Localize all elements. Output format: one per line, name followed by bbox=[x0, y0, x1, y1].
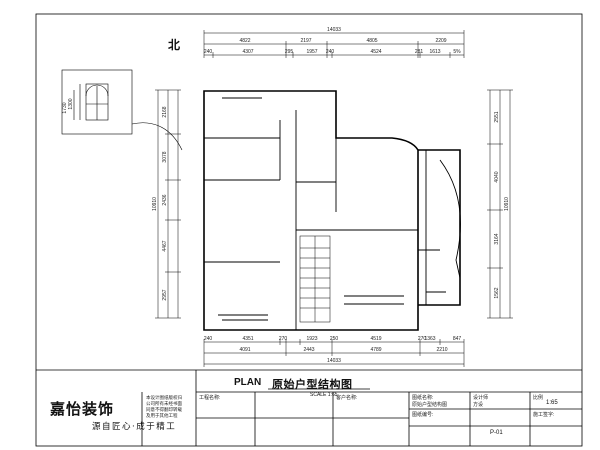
dimension-text-layer: 14033 4822 2197 4805 2209 240 4307 295 1957 240 45… bbox=[62, 27, 510, 364]
bottom-dimensions bbox=[203, 339, 465, 367]
notice-line: 同意不得翻印转载 bbox=[146, 407, 182, 413]
dimension-right-total: 10910 bbox=[504, 197, 510, 211]
dimension-left-total: 10910 bbox=[152, 197, 158, 211]
title-block bbox=[36, 369, 582, 446]
dimension-left: 2957 bbox=[162, 289, 168, 300]
dimension-bottom: 2210 bbox=[436, 347, 447, 353]
staircase bbox=[299, 235, 331, 323]
dimension-top-total: 14033 bbox=[327, 27, 341, 33]
left-dimensions bbox=[155, 89, 181, 319]
project-label: 工程名称: bbox=[199, 395, 221, 401]
dimension-right: 4040 bbox=[494, 171, 500, 182]
scale-note: SCALE 1:65 bbox=[310, 392, 338, 398]
window-height-label: 1300 bbox=[68, 98, 74, 109]
scale-label: 比例 bbox=[533, 395, 544, 401]
notice-line: 及用于其他工程 bbox=[146, 413, 178, 419]
designer-value: 方设 bbox=[473, 402, 484, 408]
dimension-bottom: 270 bbox=[418, 336, 427, 342]
dimension-top: 4307 bbox=[242, 49, 253, 55]
drawing-name-label: 图纸名称: bbox=[412, 395, 434, 401]
client-label: 客户名称: bbox=[336, 395, 358, 401]
dimension-top: 295 bbox=[285, 49, 294, 55]
dimension-top: 4524 bbox=[370, 49, 381, 55]
dimension-top: 1957 bbox=[306, 49, 317, 55]
dimension-right: 2551 bbox=[494, 111, 500, 122]
dimension-bottom: 250 bbox=[330, 336, 339, 342]
dimension-left: 3078 bbox=[162, 151, 168, 162]
dimension-top: 240 bbox=[326, 49, 335, 55]
sheet-border bbox=[35, 13, 583, 447]
designer-label: 设计师 bbox=[473, 395, 489, 401]
dimension-bottom: 1923 bbox=[306, 336, 317, 342]
drawing-name-value: 原始户型结构图 bbox=[412, 402, 448, 408]
dimension-bottom: 2443 bbox=[303, 347, 314, 353]
company-name: 嘉怡装饰 bbox=[50, 400, 115, 418]
dimension-bottom: 4091 bbox=[239, 347, 250, 353]
dimension-left: 4467 bbox=[162, 240, 168, 251]
plan-title: 原始户型结构图 bbox=[272, 379, 353, 391]
dimension-top: 240 bbox=[204, 49, 213, 55]
dimension-bottom: 4789 bbox=[370, 347, 381, 353]
dimension-bottom: 4519 bbox=[370, 336, 381, 342]
dimension-left: 2168 bbox=[162, 106, 168, 117]
dimension-bottom: 240 bbox=[204, 336, 213, 342]
dimension-left: 2436 bbox=[162, 194, 168, 205]
dimension-top: 1613 bbox=[429, 49, 440, 55]
scale-value: 1:65 bbox=[546, 400, 558, 406]
dimension-top: 5% bbox=[453, 49, 461, 55]
notice-line: 公司所有未经书面 bbox=[146, 401, 182, 407]
dimension-right: 1562 bbox=[494, 287, 500, 298]
notice-line: 本设计图纸版权归 bbox=[146, 395, 182, 400]
dimension-bottom: 1363 bbox=[424, 336, 435, 342]
dimension-top: 281 bbox=[415, 49, 424, 55]
window-detail bbox=[61, 69, 183, 151]
date-label: 施工签字: bbox=[533, 412, 555, 418]
window-height-label: 1730 bbox=[62, 102, 68, 113]
top-dimensions bbox=[203, 30, 465, 58]
copyright-notice: 本设计图纸版权归 公司所有未经书面 同意不得翻印转载 及用于其他工程 bbox=[146, 395, 182, 419]
dimension-bottom-total: 14033 bbox=[327, 358, 341, 364]
dimension-top: 2209 bbox=[435, 38, 446, 44]
page-number: P-01 bbox=[490, 430, 503, 436]
dimension-right: 3164 bbox=[494, 233, 500, 244]
plan-label: PLAN bbox=[234, 377, 262, 388]
dimension-top: 4805 bbox=[366, 38, 377, 44]
north-label: 北 bbox=[168, 38, 181, 52]
plan-partitions bbox=[204, 97, 461, 330]
right-dimensions bbox=[487, 89, 513, 319]
dimension-bottom: 270 bbox=[279, 336, 288, 342]
drawing-number-label: 图纸编号: bbox=[412, 412, 434, 418]
company-slogan: 源自匠心·成于精工 bbox=[92, 422, 177, 432]
dimension-bottom: 847 bbox=[453, 336, 462, 342]
plan-walls bbox=[203, 90, 461, 331]
dimension-bottom: 4351 bbox=[242, 336, 253, 342]
dimension-top: 4822 bbox=[239, 38, 250, 44]
dimension-top: 2197 bbox=[300, 38, 311, 44]
